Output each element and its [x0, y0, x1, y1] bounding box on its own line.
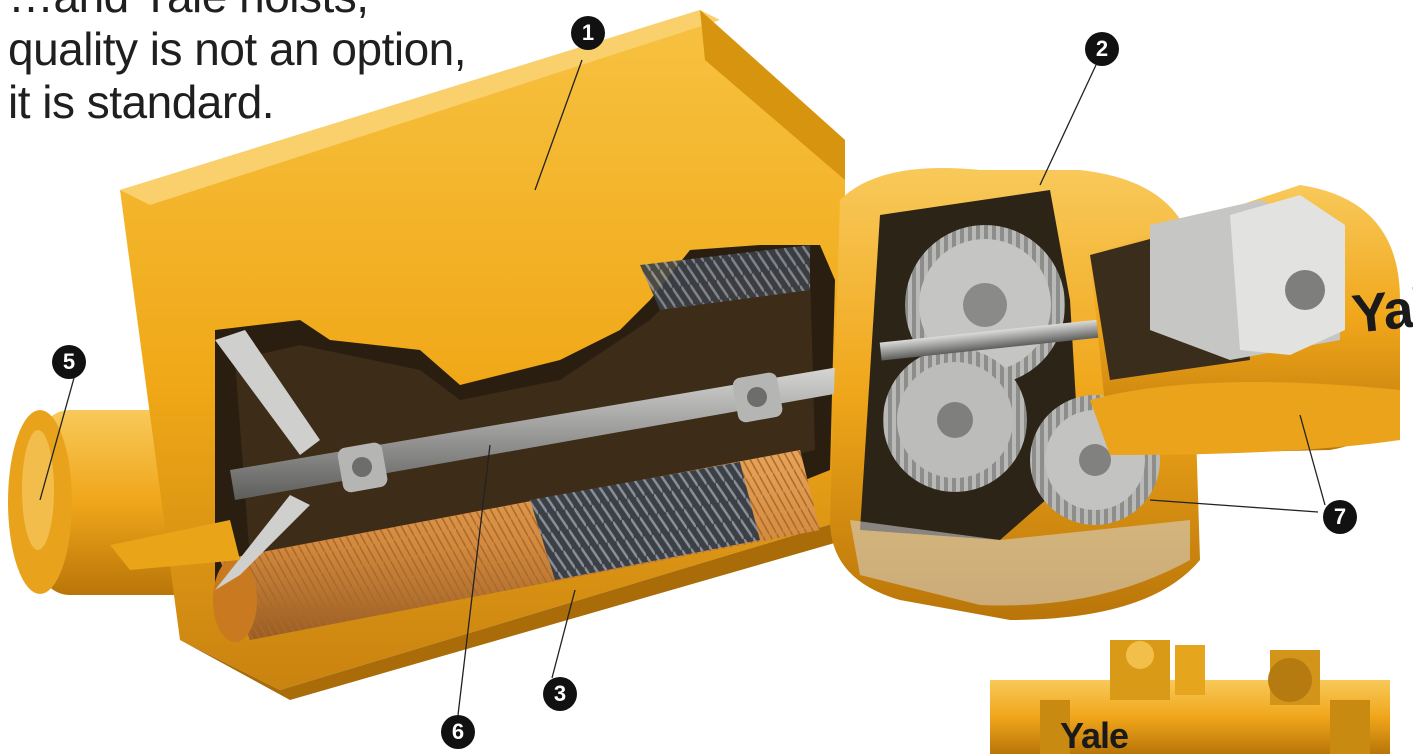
callout-marker-3: 3 — [543, 677, 577, 711]
corner-yale-logo: Yale — [1060, 715, 1128, 754]
leader-line-2 — [1039, 64, 1097, 186]
left-end-bracket — [110, 330, 320, 590]
leader-line-5 — [39, 377, 75, 501]
callout-marker-5: 5 — [52, 345, 86, 379]
callout-marker-2: 2 — [1085, 32, 1119, 66]
drive-shaft — [230, 360, 885, 500]
callout-marker-1: 1 — [571, 16, 605, 50]
headline-line-1: quality is not an option, — [8, 23, 467, 75]
headline: …and Yale hoists, quality is not an opti… — [8, 0, 467, 129]
leader-line-1 — [534, 59, 583, 191]
leader-line-7b — [1149, 499, 1319, 513]
headline-line-2: it is standard. — [8, 76, 275, 128]
leader-line-3 — [551, 589, 576, 679]
leader-line-7a — [1299, 414, 1326, 506]
leader-line-6 — [457, 444, 491, 716]
headline-line-0: …and Yale hoists, — [8, 0, 466, 23]
right-motor-housing — [1090, 185, 1400, 455]
main-yale-logo: Yale — [1349, 275, 1413, 345]
callout-marker-6: 6 — [441, 715, 475, 749]
corner-hoist-image — [990, 640, 1390, 754]
leader-lines — [39, 59, 1326, 716]
callout-marker-7: 7 — [1323, 500, 1357, 534]
rope-drum — [213, 245, 820, 642]
